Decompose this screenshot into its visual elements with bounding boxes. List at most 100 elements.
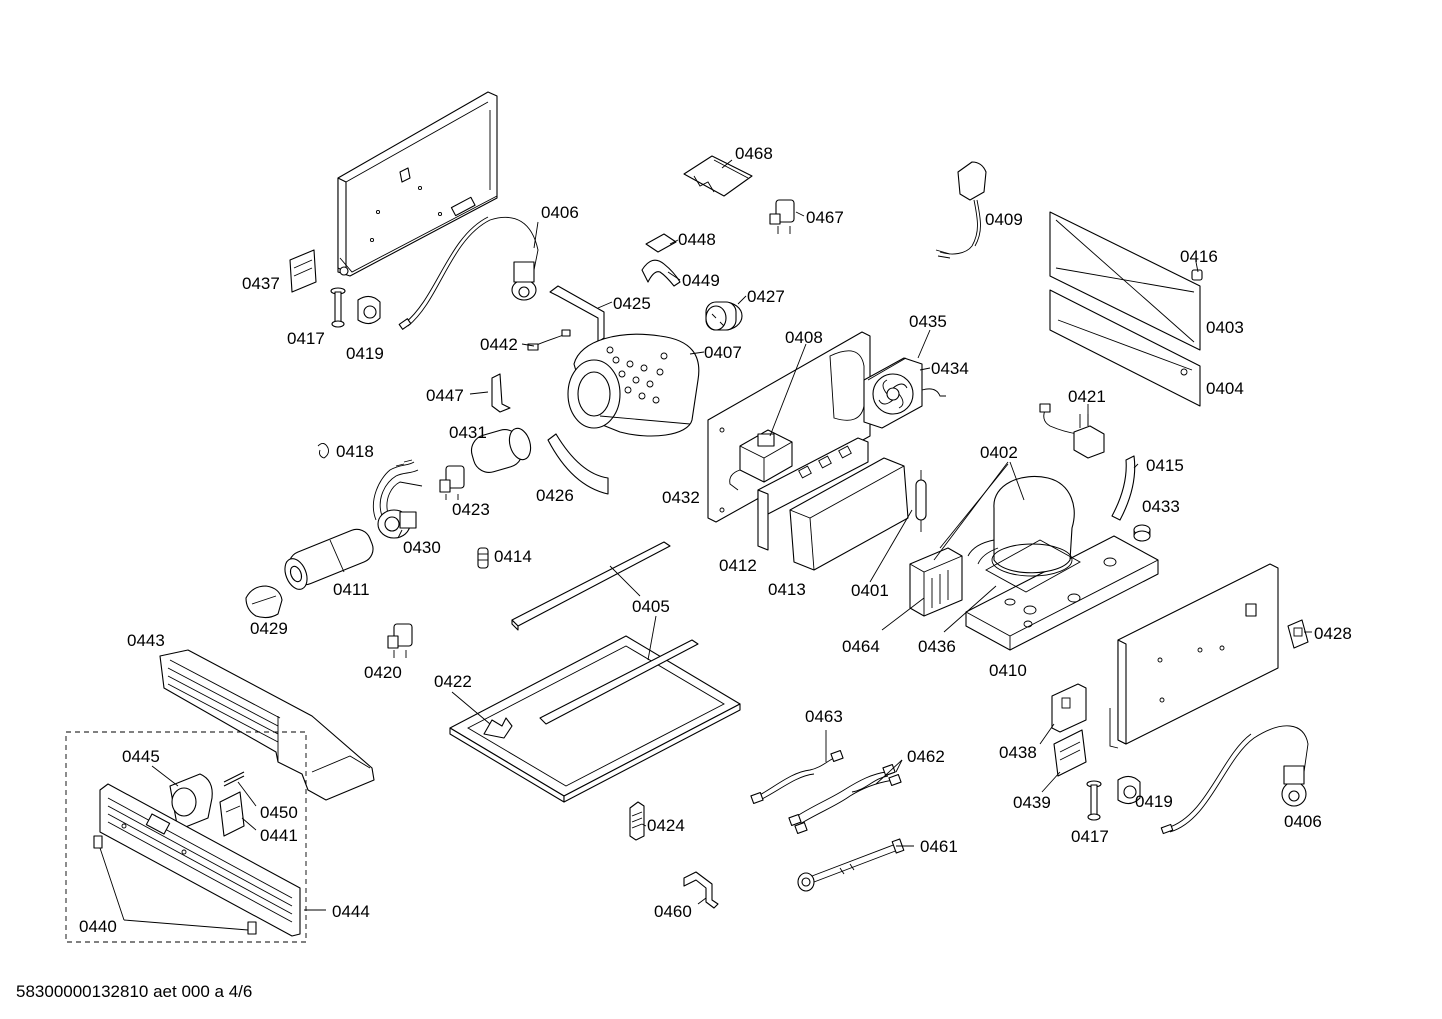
strip-0405-upper <box>511 541 671 631</box>
filter-0435 <box>867 357 907 381</box>
foot-0419b <box>1117 775 1141 805</box>
bracket-0437 <box>289 249 317 293</box>
label-0462: 0462 <box>907 747 945 766</box>
label-0433: 0433 <box>1142 497 1180 516</box>
side-panel <box>1109 563 1279 749</box>
label-0401: 0401 <box>851 581 889 600</box>
relay-0421 <box>1039 403 1105 459</box>
fan-cover-0445 <box>169 773 213 831</box>
filter-drier-0401 <box>915 470 927 532</box>
label-0420: 0420 <box>364 663 402 682</box>
label-0424: 0424 <box>647 816 685 835</box>
screw-0417a <box>330 287 346 328</box>
leader-lines <box>99 159 1312 931</box>
label-0406-upper: 0406 <box>541 203 579 222</box>
label-0419-lower: 0419 <box>1135 792 1173 811</box>
label-0403: 0403 <box>1206 318 1244 337</box>
label-0441: 0441 <box>260 826 298 845</box>
drip-tray-0422 <box>449 635 741 803</box>
label-0409: 0409 <box>985 210 1023 229</box>
label-0445: 0445 <box>122 747 160 766</box>
label-0417-lower: 0417 <box>1071 827 1109 846</box>
knob-0429 <box>245 585 283 619</box>
fan-blower-0407 <box>567 333 700 437</box>
panel-0403 <box>1049 211 1201 351</box>
holder-0447 <box>491 373 511 413</box>
label-0435: 0435 <box>909 312 947 331</box>
label-0415: 0415 <box>1146 456 1184 475</box>
label-0404: 0404 <box>1206 379 1244 398</box>
label-0467: 0467 <box>806 208 844 227</box>
grommet-0433 <box>1133 524 1151 542</box>
label-0412: 0412 <box>719 556 757 575</box>
part-labels: 0468 0467 0406 0448 0449 0437 0425 0427 … <box>79 144 1352 936</box>
plug-cable-0409 <box>935 161 987 259</box>
label-0461: 0461 <box>920 837 958 856</box>
clip-0449 <box>641 259 681 287</box>
bracket-0425 <box>549 285 605 343</box>
clip-0424 <box>629 801 645 841</box>
label-0448: 0448 <box>678 230 716 249</box>
cylinder-0431 <box>470 427 532 473</box>
label-0449: 0449 <box>682 271 720 290</box>
label-0447: 0447 <box>426 386 464 405</box>
label-0417-upper: 0417 <box>287 329 325 348</box>
label-0419-upper: 0419 <box>346 344 384 363</box>
label-0416: 0416 <box>1180 247 1218 266</box>
motor-0430 <box>372 459 423 539</box>
screw-0417b <box>1086 780 1102 821</box>
label-0421: 0421 <box>1068 387 1106 406</box>
label-0426: 0426 <box>536 486 574 505</box>
bracket-0441 <box>219 791 245 837</box>
label-0442: 0442 <box>480 335 518 354</box>
valve-0467 <box>769 199 795 234</box>
label-0407: 0407 <box>704 343 742 362</box>
label-0438: 0438 <box>999 743 1037 762</box>
label-0413: 0413 <box>768 580 806 599</box>
label-0425: 0425 <box>613 294 651 313</box>
leveling-cable-0406b <box>1160 725 1309 835</box>
label-0436: 0436 <box>918 637 956 656</box>
wire-harness-0463 <box>750 749 844 805</box>
clip-0448 <box>645 233 677 253</box>
board-0412 <box>757 437 869 551</box>
grille-0443 <box>159 649 375 801</box>
heater-0461 <box>797 838 905 892</box>
label-0437: 0437 <box>242 274 280 293</box>
valve-0423 <box>439 465 465 500</box>
shroud-0426 <box>547 433 609 495</box>
label-0431: 0431 <box>449 423 487 442</box>
label-0410: 0410 <box>989 661 1027 680</box>
transformer-0408 <box>729 429 793 491</box>
label-0411: 0411 <box>333 580 370 599</box>
foot-0419a <box>357 295 381 325</box>
label-0434: 0434 <box>931 359 969 378</box>
label-0439: 0439 <box>1013 793 1051 812</box>
label-0418: 0418 <box>336 442 374 461</box>
label-0402: 0402 <box>980 443 1018 462</box>
label-0432: 0432 <box>662 488 700 507</box>
label-0422: 0422 <box>434 672 472 691</box>
label-0460: 0460 <box>654 902 692 921</box>
label-0440: 0440 <box>79 917 117 936</box>
bracket-0439 <box>1053 729 1087 777</box>
valve-0420 <box>387 623 413 658</box>
label-0405: 0405 <box>632 597 670 616</box>
label-0463: 0463 <box>805 707 843 726</box>
bracket-0460 <box>683 871 719 909</box>
rail-0468 <box>683 155 753 197</box>
label-0408: 0408 <box>785 328 823 347</box>
label-0444: 0444 <box>332 902 370 921</box>
label-0464: 0464 <box>842 637 880 656</box>
compressor-0402 <box>967 475 1081 593</box>
label-0468: 0468 <box>735 144 773 163</box>
box-0464 <box>909 547 963 617</box>
label-0429: 0429 <box>250 619 288 638</box>
label-0430: 0430 <box>403 538 441 557</box>
capacitor-0427 <box>705 301 743 331</box>
bracket-0438 <box>1051 683 1087 733</box>
footer-reference: 58300000132810 aet 000 a 4/6 <box>16 982 252 1001</box>
bracket-0428 <box>1287 619 1309 649</box>
